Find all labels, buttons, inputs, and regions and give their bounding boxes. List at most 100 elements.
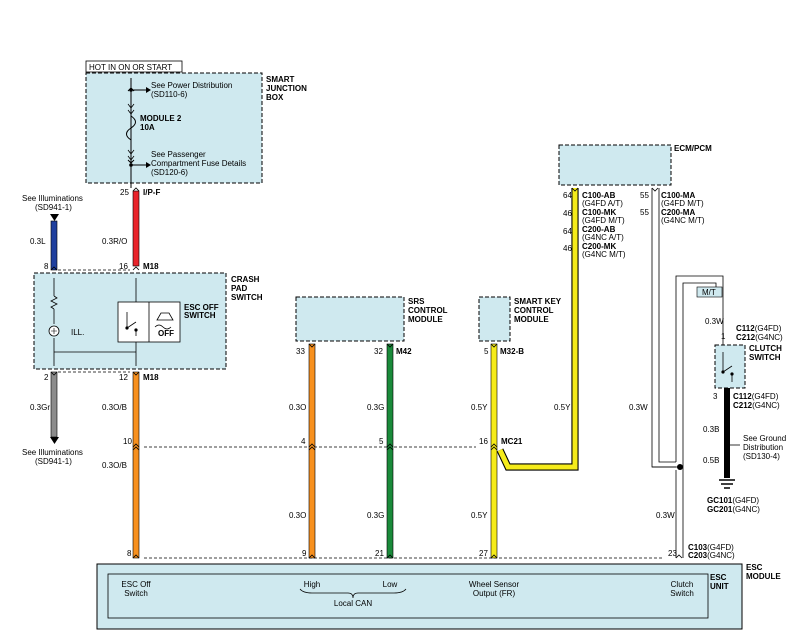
sjb-fuse-ref-1: See Passenger [151, 150, 206, 159]
ecm-pin-2: 46 [563, 209, 572, 218]
sjb-title-2: JUNCTION [266, 84, 307, 93]
wire-yellow-ecm: 0.5Y [554, 403, 571, 412]
clutch-conn-top-1: C112(G4FD) [736, 324, 782, 333]
esc-label-wheel-2: Output (FR) [473, 589, 516, 598]
triangle-down-icon [50, 437, 59, 444]
ecm-rconn-1-desc: (G4FD M/T) [661, 199, 704, 208]
smart-junction-box [85, 72, 263, 184]
conn-mc21: MC21 [501, 437, 523, 446]
ecm-conn-3-desc: (G4NC A/T) [582, 233, 624, 242]
esc-unit-2: UNIT [710, 582, 729, 591]
sjb-title-1: SMART [266, 75, 295, 84]
crash-title-2: PAD [231, 284, 248, 293]
green-can-wire [386, 343, 394, 559]
white-wires [651, 188, 724, 558]
clutch-switch-box [714, 344, 746, 389]
arrow-right-icon [146, 87, 151, 93]
clutch-node [730, 372, 734, 376]
pin-red-top: 25 [120, 188, 129, 197]
ground-ref-3: (SD130-4) [743, 452, 780, 461]
wire-orange-a: 0.3O/B [102, 403, 127, 412]
hot-label-box [85, 60, 183, 73]
sjb-fuse-ref-2: Compartment Fuse Details [151, 159, 246, 168]
wire-green-a: 0.3G [367, 403, 384, 412]
pin-srs-33: 33 [296, 347, 305, 356]
ground-id-1: GC101(G4FD) [707, 496, 759, 505]
esc-label-clutch-1: Clutch [671, 580, 694, 589]
ecm-conn-4: C200-MK [582, 242, 616, 251]
pin-mc21-2: 4 [301, 437, 306, 446]
wire-red: 0.3R/O [102, 237, 127, 246]
clutch-node [721, 370, 725, 374]
wire-blue: 0.3L [30, 237, 46, 246]
splice-dot [677, 464, 683, 470]
wire-orange-c: 0.3O [289, 403, 306, 412]
pin-mc21-1: 10 [123, 437, 132, 446]
clutch-conn-bot-2: C212(G4NC) [733, 401, 780, 410]
blue-wire [50, 220, 58, 271]
wire-white-b: 0.3W [656, 511, 675, 520]
esc-label-low: Low [383, 580, 398, 589]
srs-control-module-box [295, 296, 405, 342]
sjb-fuse-2: 10A [140, 123, 155, 132]
gray-wire [50, 371, 58, 438]
crash-title-1: CRASH [231, 275, 260, 284]
clutch-title-2: SWITCH [749, 353, 781, 362]
wire-yellow-b: 0.5Y [471, 511, 488, 520]
sjb-power-ref-1: See Power Distribution [151, 81, 232, 90]
illum-top-1: See Illuminations [22, 194, 83, 203]
ecm-conn-1-desc: (G4FD A/T) [582, 199, 623, 208]
wire-yellow-a: 0.5Y [471, 403, 488, 412]
esc-label-wheel-1: Wheel Sensor [469, 580, 520, 589]
triangle-down-icon [50, 214, 59, 221]
clutch-title-1: CLUTCH [749, 344, 782, 353]
esc-label-high: High [304, 580, 320, 589]
can-brace-icon [299, 588, 407, 599]
pin-esc-8: 8 [127, 549, 132, 558]
pin-mc21-3: 5 [379, 437, 384, 446]
srs-title-2: CONTROL [408, 306, 448, 315]
ecm-conn-3: C200-AB [582, 225, 616, 234]
esc-car-icon [154, 312, 174, 330]
yellow-wire [490, 343, 498, 559]
srs-title-1: SRS [408, 297, 425, 306]
ill-label: ILL. [71, 328, 84, 337]
ecm-pcm-box [558, 144, 672, 186]
clutch-conn-bot-1: C112(G4FD) [733, 392, 779, 401]
switch-node [125, 326, 129, 330]
sk-title-2: CONTROL [514, 306, 554, 315]
ground-ref-2: Distribution [743, 443, 783, 452]
lamp-filament-icon [51, 328, 57, 334]
ecm-rconn-2: C200-MA [661, 208, 695, 217]
pin-gray-top: 2 [44, 373, 49, 382]
ground-id-2: GC201(G4NC) [707, 505, 760, 514]
ecm-rpin-1: 55 [640, 191, 649, 200]
illum-bot-1: See Illuminations [22, 448, 83, 457]
smart-key-module-box [478, 296, 511, 342]
esc-unit-box [107, 573, 709, 619]
wire-orange-b: 0.3O/B [102, 461, 127, 470]
clutch-pin-top: 1 [721, 332, 726, 341]
clutch-wire-low: 0.5B [703, 456, 719, 465]
off-label: OFF [158, 329, 174, 338]
sk-title-3: MODULE [514, 315, 549, 324]
sjb-power-ref-2: (SD110-6) [151, 90, 188, 99]
orange-can-wire [308, 343, 316, 559]
ecm-conn-4-desc: (G4NC M/T) [582, 250, 626, 259]
crash-title-3: SWITCH [231, 293, 263, 302]
sjb-fuse-ref-3: (SD120-6) [151, 168, 188, 177]
wire-orange-d: 0.3O [289, 511, 306, 520]
ecm-rpin-2: 55 [640, 208, 649, 217]
pin-esc-21: 21 [375, 549, 384, 558]
pin-esc-9: 9 [302, 549, 307, 558]
esc-switch-label-2: SWITCH [184, 311, 216, 320]
chevron-down-icon [127, 149, 135, 161]
wire-white-a: 0.3W [629, 403, 648, 412]
illum-top-2: (SD941-1) [35, 203, 72, 212]
crash-pad-switch-box [33, 272, 227, 370]
ecm-rconn-1: C100-MA [661, 191, 695, 200]
pin-esc-27: 27 [479, 549, 488, 558]
esc-conn-2: C203(G4NC) [688, 551, 735, 560]
esc-title-2: MODULE [746, 572, 781, 581]
